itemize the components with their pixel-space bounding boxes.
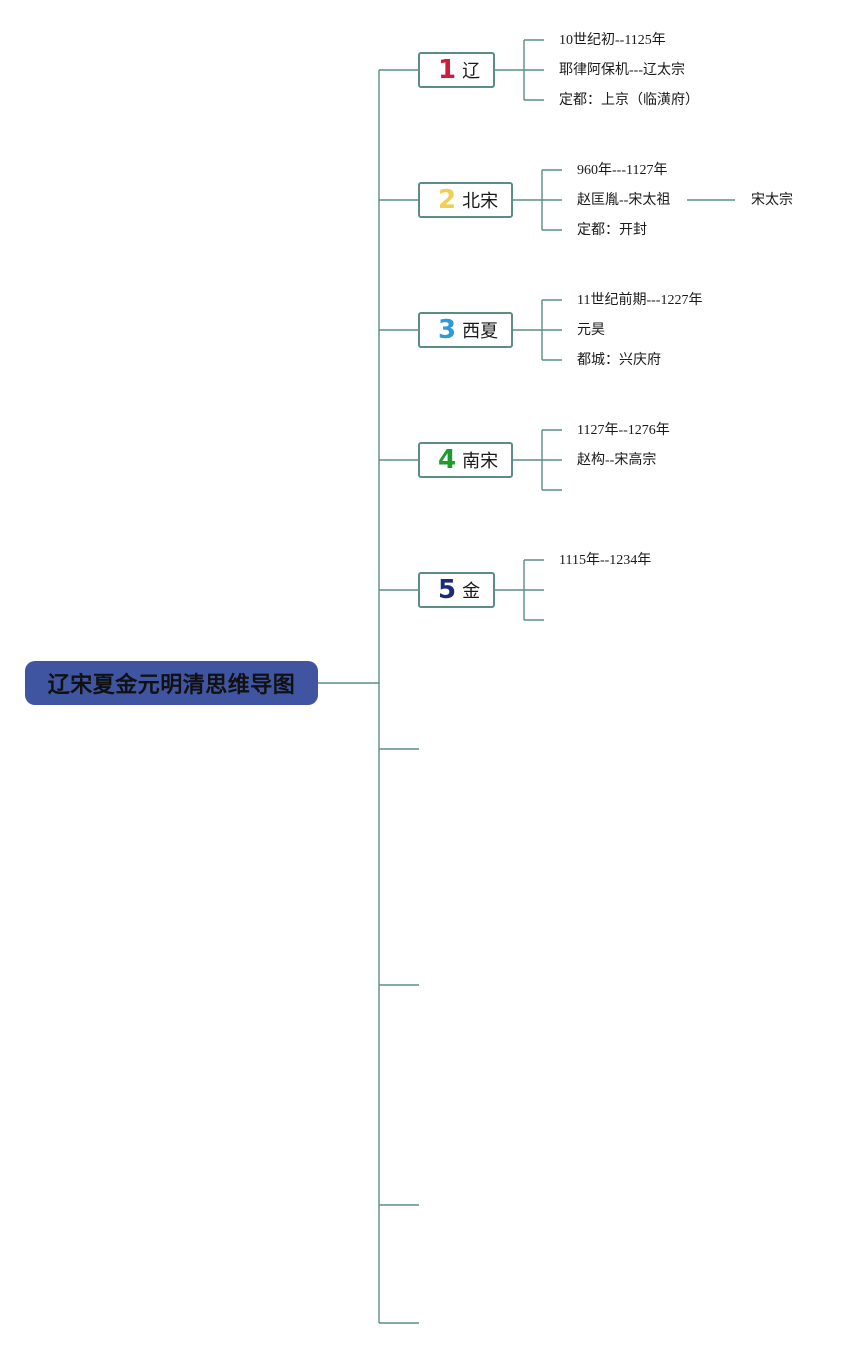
topic-liao[interactable]: 1 辽	[418, 52, 495, 88]
subtopic-capital[interactable]: 定都：上京（临潢府）	[559, 93, 699, 108]
topic-southern-song[interactable]: 4 南宋	[418, 442, 513, 478]
central-topic[interactable]: 辽宋夏金元明清思维导图	[25, 661, 318, 705]
subtopic-period[interactable]: 1127年--1276年	[577, 423, 670, 438]
subtopic-period[interactable]: 10世纪初--1125年	[559, 33, 666, 48]
subtopic-period[interactable]: 960年---1127年	[577, 163, 668, 178]
number-4-icon: 4	[438, 445, 457, 475]
subtopic-founder[interactable]: 赵构--宋高宗	[577, 453, 657, 468]
subtopic-successor[interactable]: 宋太宗	[751, 193, 793, 208]
subtopic-founder[interactable]: 元昊	[577, 323, 605, 338]
subtopic-period[interactable]: 11世纪前期---1227年	[577, 293, 703, 308]
topic-northern-song[interactable]: 2 北宋	[418, 182, 513, 218]
topic-label: 西夏	[462, 321, 499, 342]
topic-western-xia[interactable]: 3 西夏	[418, 312, 513, 348]
topic-jin[interactable]: 5 金	[418, 572, 495, 608]
number-5-icon: 5	[438, 575, 457, 605]
subtopic-founder[interactable]: 耶律阿保机---辽太宗	[559, 63, 685, 78]
subtopic-capital[interactable]: 定都：开封	[577, 223, 647, 238]
topic-label: 金	[462, 581, 481, 602]
number-1-icon: 1	[438, 55, 457, 85]
subtopic-founder[interactable]: 赵匡胤--宋太祖	[577, 193, 671, 208]
central-topic-title: 辽宋夏金元明清思维导图	[47, 673, 296, 698]
subtopic-period[interactable]: 1115年--1234年	[559, 553, 652, 568]
number-2-icon: 2	[438, 185, 457, 215]
topic-label: 北宋	[462, 191, 499, 212]
topic-label: 辽	[462, 61, 481, 82]
number-3-icon: 3	[438, 315, 457, 345]
topic-label: 南宋	[462, 451, 499, 472]
subtopic-capital[interactable]: 都城：兴庆府	[577, 353, 661, 368]
